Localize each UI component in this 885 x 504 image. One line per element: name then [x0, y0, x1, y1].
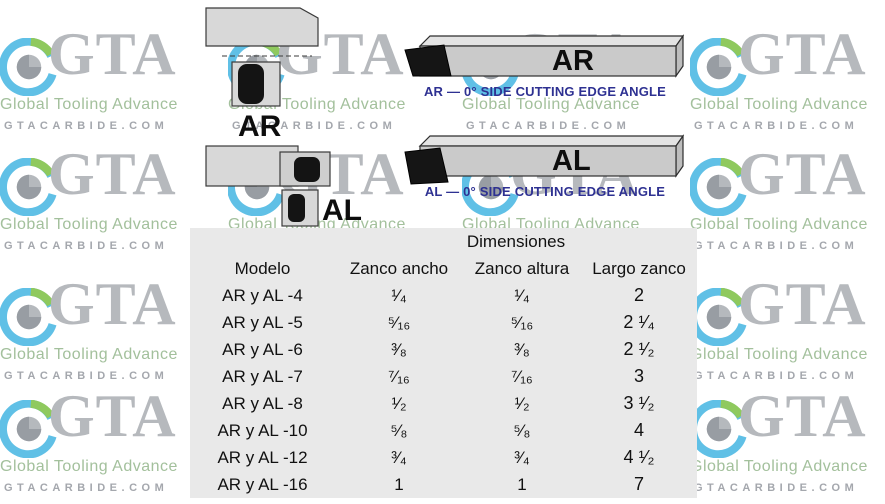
cell-zanco-altura: ⁵⁄₈ [513, 420, 531, 440]
watermark-site: GTACARBIDE.COM [4, 120, 169, 132]
ar-shank-top-view [205, 7, 319, 47]
al-front-insert [288, 194, 305, 222]
watermark-brand: GTA [738, 383, 867, 449]
cell-largo-zanco: 2 [633, 285, 644, 305]
watermark-brand: GTA [48, 383, 177, 449]
column-header-zanco-ancho: Zanco ancho [349, 258, 449, 278]
watermark-site: GTACARBIDE.COM [4, 240, 169, 252]
cell-zanco-ancho: ¹⁄₂ [391, 393, 407, 413]
gta-watermark: GTA Global Tooling Advance GTACARBIDE.CO… [690, 21, 885, 142]
watermark-brand: GTA [48, 271, 177, 337]
cell-zanco-ancho: ⁵⁄₈ [390, 420, 408, 440]
al-caption: AL — 0° SIDE CUTTING EDGE ANGLE [424, 184, 666, 199]
cell-zanco-ancho: ⁵⁄₁₆ [387, 312, 411, 332]
watermark-tagline: Global Tooling Advance [0, 216, 178, 233]
gta-watermark: GTA Global Tooling Advance GTACARBIDE.CO… [690, 271, 885, 392]
gta-watermark: GTA Global Tooling Advance GTACARBIDE.CO… [0, 383, 212, 504]
cell-zanco-ancho: ³⁄₈ [391, 339, 407, 359]
ar-drawing-label: AR [238, 110, 282, 143]
watermark-site: GTACARBIDE.COM [232, 120, 397, 132]
gta-watermark: GTA Global Tooling Advance GTACARBIDE.CO… [690, 383, 885, 504]
cell-zanco-altura: ³⁄₄ [514, 447, 530, 467]
cell-modelo: AR y AL -16 [217, 474, 308, 494]
al-tool-tip-insert [404, 147, 449, 185]
cell-zanco-ancho: ³⁄₄ [391, 447, 407, 467]
watermark-brand: GTA [738, 271, 867, 337]
al-orthographic-drawing: AL [205, 145, 362, 227]
gta-watermark: GTA Global Tooling Advance GTACARBIDE.CO… [0, 141, 212, 262]
watermark-site: GTACARBIDE.COM [694, 240, 859, 252]
cell-zanco-ancho: ⁷⁄₁₆ [388, 366, 410, 386]
cell-zanco-altura: ³⁄₈ [514, 339, 530, 359]
cell-largo-zanco: 2 ¹⁄₂ [623, 339, 655, 359]
al-tool-front-face [419, 145, 677, 177]
cell-largo-zanco: 7 [633, 474, 644, 494]
column-header-largo-zanco: Largo zanco [592, 258, 686, 278]
watermark-tagline: Global Tooling Advance [0, 346, 178, 363]
ar-tool-label: AR [552, 45, 594, 77]
watermark-brand: GTA [738, 21, 867, 87]
watermark-site: GTACARBIDE.COM [694, 370, 859, 382]
watermark-site: GTACARBIDE.COM [466, 120, 631, 132]
ar-tool-tip-insert [404, 44, 452, 77]
cell-modelo: AR y AL -10 [217, 420, 308, 440]
al-tool-label: AL [552, 145, 591, 177]
gta-watermark: GTA Global Tooling Advance GTACARBIDE.CO… [0, 271, 212, 392]
watermark-tagline: Global Tooling Advance [0, 96, 178, 113]
cell-zanco-altura: ⁷⁄₁₆ [511, 366, 533, 386]
al-carbide-insert [294, 157, 320, 182]
watermark-site: GTACARBIDE.COM [694, 482, 859, 494]
watermark-site: GTACARBIDE.COM [694, 120, 859, 132]
ar-orthographic-drawing: AR [205, 7, 319, 143]
watermark-brand: GTA [48, 141, 177, 207]
table-title: Dimensiones [466, 231, 566, 251]
cell-zanco-altura: ¹⁄₄ [514, 285, 530, 305]
watermark-site: GTACARBIDE.COM [4, 370, 169, 382]
watermark-tagline: Global Tooling Advance [690, 458, 868, 475]
cell-modelo: AR y AL -7 [222, 366, 303, 386]
gta-watermark: GTA Global Tooling Advance GTACARBIDE.CO… [0, 21, 212, 142]
ar-caption: AR — 0° SIDE CUTTING EDGE ANGLE [423, 84, 667, 99]
watermark-tagline: Global Tooling Advance [690, 216, 868, 233]
cell-zanco-altura: ¹⁄₂ [514, 393, 530, 413]
cell-zanco-altura: 1 [517, 474, 527, 494]
column-header-zanco-altura: Zanco altura [474, 258, 570, 278]
cell-largo-zanco: 3 [633, 366, 644, 386]
cell-modelo: AR y AL -12 [217, 447, 308, 467]
watermark-tagline: Global Tooling Advance [690, 346, 868, 363]
cell-largo-zanco: 2 ¹⁄₄ [623, 312, 655, 332]
cell-largo-zanco: 3 ¹⁄₂ [623, 393, 655, 413]
cell-zanco-ancho: 1 [394, 474, 404, 494]
cell-modelo: AR y AL -5 [222, 312, 303, 332]
watermark-tagline: Global Tooling Advance [0, 458, 178, 475]
gta-watermark: GTA Global Tooling Advance GTACARBIDE.CO… [690, 141, 885, 262]
cell-modelo: AR y AL -6 [222, 339, 303, 359]
watermark-tagline: Global Tooling Advance [462, 96, 640, 113]
cell-largo-zanco: 4 [633, 420, 644, 440]
cell-zanco-altura: ⁵⁄₁₆ [510, 312, 534, 332]
cell-zanco-ancho: ¹⁄₄ [391, 285, 407, 305]
watermark-brand: GTA [738, 141, 867, 207]
ar-tool-illustration: AR [404, 34, 685, 78]
cell-largo-zanco: 4 ¹⁄₂ [623, 447, 655, 467]
al-tool-illustration: AL [404, 134, 685, 185]
cell-modelo: AR y AL -8 [222, 393, 303, 413]
al-drawing-label: AL [322, 194, 362, 227]
watermark-brand: GTA [48, 21, 177, 87]
column-header-modelo: Modelo [234, 258, 291, 278]
watermark-site: GTACARBIDE.COM [4, 482, 169, 494]
dimensions-table: Dimensiones Modelo Zanco ancho Zanco alt… [190, 228, 697, 498]
ar-tool-front-face [419, 45, 677, 77]
cell-modelo: AR y AL -4 [222, 285, 303, 305]
watermark-tagline: Global Tooling Advance [690, 96, 868, 113]
ar-carbide-insert [238, 64, 264, 104]
